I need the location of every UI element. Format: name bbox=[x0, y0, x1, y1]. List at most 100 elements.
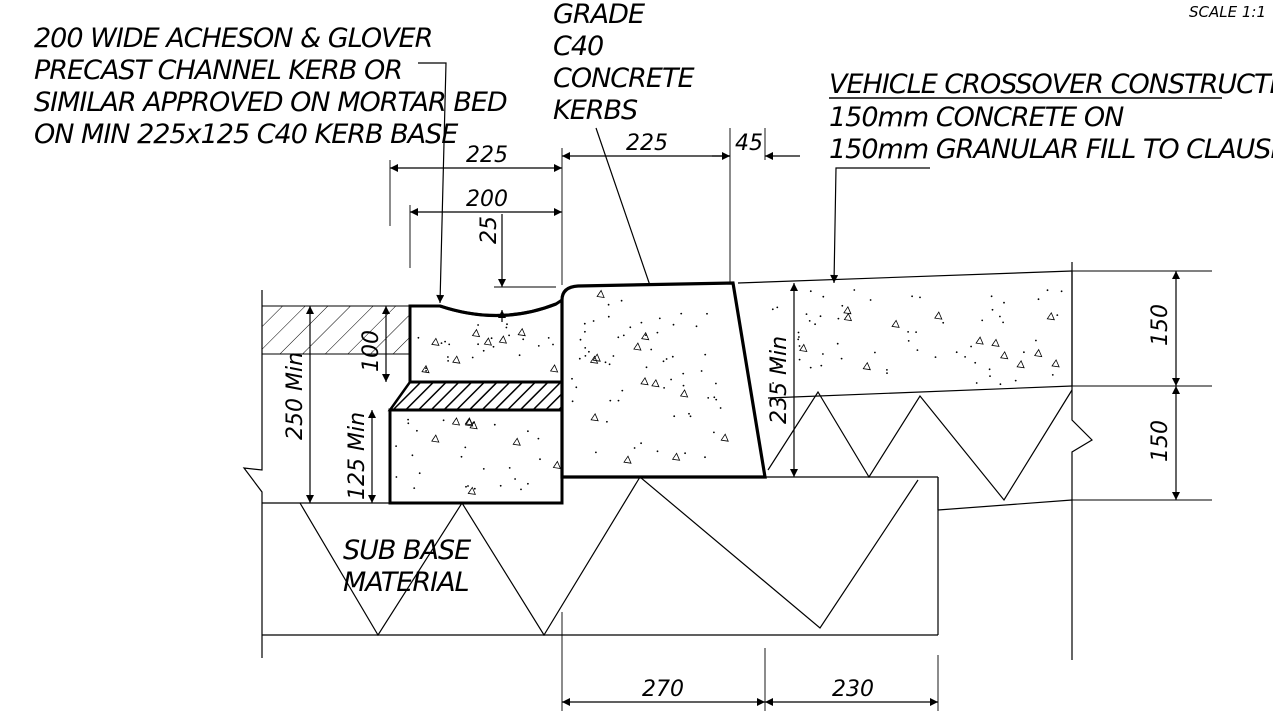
aggregate-stone bbox=[467, 486, 476, 495]
aggregate-dot bbox=[460, 455, 463, 458]
aggregate-dot bbox=[916, 349, 919, 351]
aggregate-dot bbox=[514, 478, 516, 480]
right-dimensions: 150 150 bbox=[1072, 270, 1212, 501]
note-line: KERBS bbox=[553, 95, 638, 126]
aggregate-dot bbox=[934, 356, 937, 358]
aggregate-stone bbox=[464, 417, 474, 426]
aggregate-dot bbox=[621, 389, 624, 392]
aggregate-dot bbox=[477, 343, 479, 346]
aggregate-stone bbox=[592, 353, 601, 362]
aggregate-dot bbox=[584, 347, 587, 349]
aggregate-stone bbox=[589, 355, 599, 364]
aggregate-dot bbox=[713, 396, 716, 399]
aggregate-dot bbox=[425, 370, 427, 372]
kerb-base bbox=[388, 408, 564, 505]
aggregate-dot bbox=[805, 313, 808, 315]
aggregate-dot bbox=[970, 345, 972, 348]
dim-label: 270 bbox=[642, 677, 684, 702]
aggregate-dot bbox=[695, 325, 698, 328]
aggregate-dot bbox=[658, 317, 661, 320]
note-line: PRECAST CHANNEL KERB OR bbox=[34, 55, 402, 86]
top-dimensions: 225 200 225 45 25 bbox=[389, 128, 800, 322]
aggregate-stone bbox=[679, 389, 689, 398]
aggregate-dot bbox=[411, 454, 414, 457]
aggregate-stone bbox=[451, 417, 461, 426]
note-line: 200 WIDE ACHESON & GLOVER bbox=[34, 23, 432, 54]
aggregate-dot bbox=[505, 326, 508, 329]
aggregate-dot bbox=[688, 412, 690, 415]
aggregate-dot bbox=[417, 336, 420, 339]
aggregate-dot bbox=[520, 488, 522, 491]
kerb-depth-dimension: 235 Min bbox=[767, 283, 798, 477]
aggregate-dot bbox=[578, 357, 581, 360]
aggregate-dot bbox=[999, 315, 1001, 318]
aggregate-dot bbox=[518, 354, 521, 357]
aggregate-dot bbox=[955, 351, 958, 354]
aggregate-dot bbox=[527, 482, 529, 485]
aggregate-dot bbox=[584, 355, 587, 357]
aggregate-dot bbox=[622, 334, 625, 337]
dim-label: 45 bbox=[735, 131, 763, 156]
aggregate-dot bbox=[704, 456, 706, 459]
dim-label: 225 bbox=[626, 131, 668, 156]
note-line: ON MIN 225x125 C40 KERB BASE bbox=[34, 119, 458, 150]
aggregate-dot bbox=[797, 338, 800, 341]
aggregate-dot bbox=[662, 360, 665, 363]
aggregate-dot bbox=[579, 338, 582, 341]
aggregate-dot bbox=[798, 358, 801, 361]
note-line: MATERIAL bbox=[343, 567, 469, 598]
note-line: SIMILAR APPROVED ON MORTAR BED bbox=[34, 87, 507, 118]
aggregate-dot bbox=[809, 366, 812, 369]
aggregate-dot bbox=[874, 351, 876, 354]
aggregate-dot bbox=[477, 324, 479, 326]
aggregate-dot bbox=[837, 317, 840, 320]
aggregate-dot bbox=[663, 387, 665, 389]
bottom-dimensions: 270 230 bbox=[561, 612, 939, 711]
hatched-surface bbox=[262, 306, 410, 354]
aggregate-dot bbox=[715, 398, 718, 401]
break-lines bbox=[242, 262, 1093, 660]
aggregate-dot bbox=[682, 372, 685, 375]
aggregate-dot bbox=[444, 340, 446, 343]
aggregate-stone bbox=[633, 342, 642, 351]
aggregate-dot bbox=[508, 334, 510, 337]
aggregate-dot bbox=[633, 447, 636, 449]
aggregate-stone bbox=[651, 378, 660, 388]
aggregate-dot bbox=[684, 452, 686, 455]
dim-label: 150 bbox=[1148, 420, 1173, 462]
aggregate-dot bbox=[588, 350, 590, 353]
dim-label: 250 Min bbox=[283, 352, 308, 440]
aggregate-stone bbox=[552, 460, 562, 469]
aggregate-dot bbox=[606, 420, 608, 423]
aggregate-dot bbox=[1037, 298, 1040, 301]
note-line: 150mm GRANULAR FILL TO CLAUSE 808 bbox=[829, 134, 1273, 165]
aggregate-dot bbox=[467, 485, 469, 487]
aggregate-dot bbox=[990, 295, 993, 298]
aggregate-stone bbox=[843, 305, 852, 315]
scale-label: SCALE 1:1 bbox=[1189, 3, 1266, 21]
aggregate-stone bbox=[517, 327, 526, 337]
aggregate-stone bbox=[596, 289, 605, 298]
dim-label: 150 bbox=[1148, 304, 1173, 346]
aggregate-dot bbox=[640, 321, 643, 324]
note-line: 150mm CONCRETE ON bbox=[829, 102, 1124, 133]
aggregate-dot bbox=[975, 382, 978, 384]
dim-label: 235 Min bbox=[767, 336, 792, 424]
aggregate-dot bbox=[1046, 289, 1049, 292]
aggregate-dot bbox=[464, 446, 467, 449]
aggregate-dot bbox=[672, 323, 675, 326]
aggregate-dot bbox=[1023, 351, 1025, 354]
aggregate-dot bbox=[617, 336, 620, 339]
aggregate-stone bbox=[421, 364, 430, 374]
aggregate-dot bbox=[547, 337, 550, 339]
aggregate-dot bbox=[607, 303, 610, 306]
aggregate-dot bbox=[609, 399, 612, 402]
aggregate-dot bbox=[482, 349, 485, 352]
aggregate-dot bbox=[707, 397, 710, 399]
aggregate-dot bbox=[395, 445, 397, 447]
aggregate-dot bbox=[418, 472, 421, 475]
dim-label: 25 bbox=[477, 216, 502, 244]
aggregate-dot bbox=[407, 418, 409, 421]
aggregate-stone bbox=[431, 337, 440, 346]
aggregate-dot bbox=[713, 431, 715, 434]
